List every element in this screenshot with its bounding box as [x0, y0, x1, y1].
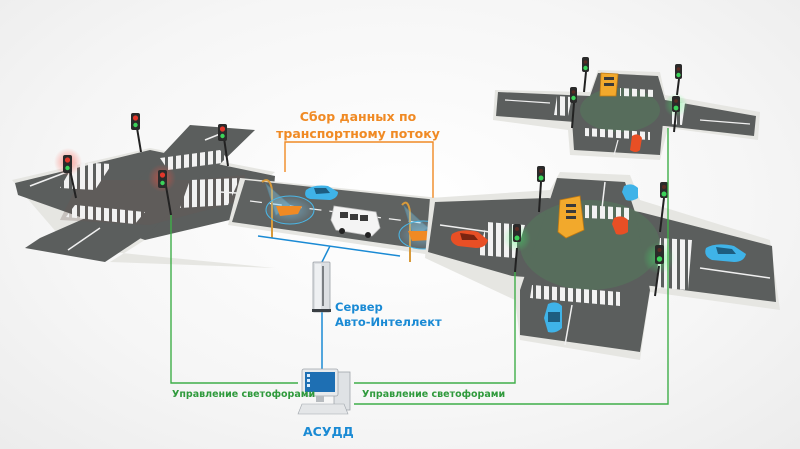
traffic-light-icon: [672, 96, 680, 133]
traffic-light-icon: [582, 57, 589, 93]
bus-icon: [599, 72, 619, 97]
left-crosswalk-north: [160, 150, 230, 170]
server-label: Сервер Авто-Интеллект: [335, 300, 442, 330]
traffic-light-icon: [659, 182, 668, 233]
traffic-light-icon: [675, 64, 682, 96]
far-traffic-lights: [570, 57, 688, 133]
control-center-label: АСУДД: [303, 424, 354, 439]
traffic-light-icon: [218, 124, 229, 167]
left-crosswalk-east: [180, 178, 240, 208]
traffic-light-icon: [63, 155, 77, 199]
left-intersection: [12, 125, 275, 268]
right-crosswalk-north: [585, 205, 632, 220]
car-icon: [450, 230, 488, 248]
bus-icon: [557, 195, 585, 239]
server-tower-icon: [312, 261, 331, 313]
traffic-light-icon: [570, 87, 577, 129]
server-link-lines: [257, 235, 401, 370]
signal-control-label-right: Управление светофорами: [362, 389, 506, 400]
car-icon: [305, 185, 338, 200]
data-collection-title-line-1: Сбор данных по: [299, 109, 417, 124]
right-main-intersection: [425, 172, 780, 360]
right-traffic-lights: [503, 166, 675, 297]
data-collection-title-line-2: транспортному потоку: [276, 126, 440, 141]
signal-control-lines: [170, 128, 669, 405]
traffic-light-icon: [158, 170, 172, 216]
car-icon: [612, 216, 628, 235]
server-label-line-2: Авто-Интеллект: [335, 315, 442, 329]
signal-control-label-left: Управление светофорами: [172, 389, 316, 400]
traffic-light-icon: [131, 113, 142, 153]
car-icon: [622, 184, 638, 201]
right-crosswalk-south: [530, 285, 620, 306]
bus-icon: [330, 205, 381, 238]
right-far-intersection: [493, 70, 760, 160]
traffic-light-icon: [654, 245, 664, 297]
car-icon: [630, 134, 642, 152]
data-collection-title: Сбор данных по транспортному потоку: [248, 108, 468, 142]
car-icon: [705, 244, 746, 262]
desktop-computer-icon: [297, 368, 351, 415]
left-crosswalk-south: [66, 205, 145, 224]
server-label-line-1: Сервер: [335, 300, 383, 314]
car-icon: [544, 302, 562, 333]
traffic-light-icon: [537, 166, 545, 213]
left-traffic-lights: [54, 113, 229, 216]
traffic-light-icon: [513, 224, 521, 273]
